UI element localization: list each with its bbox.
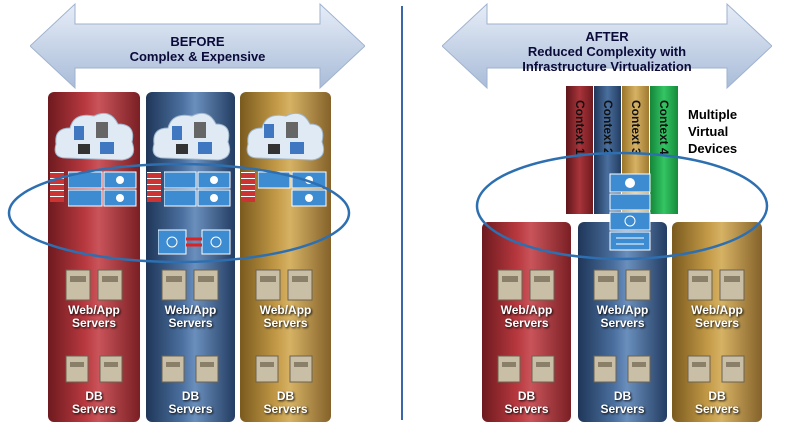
context-label-2: Context 2 <box>601 99 615 155</box>
context-label-3: Context 3 <box>629 99 643 155</box>
after-column-gold <box>672 222 762 422</box>
switch-icon <box>158 229 231 255</box>
label-line: Servers <box>504 316 549 330</box>
label-line: Web/App <box>68 303 120 317</box>
db-server-icon <box>65 355 123 383</box>
label-line: Servers <box>694 316 740 330</box>
label-line: Devices <box>688 141 738 156</box>
web-server-icon <box>593 269 651 301</box>
label-line: Servers <box>168 316 213 330</box>
cloud-icon <box>54 112 135 161</box>
section-divider <box>401 6 403 420</box>
db-server-icon <box>497 355 555 383</box>
before-title: BEFORE Complex & Expensive <box>95 34 300 64</box>
after-column-blue <box>578 222 667 422</box>
label-line: Virtual <box>688 124 729 139</box>
load-balancer-icon <box>258 171 327 207</box>
web-server-icon <box>255 269 313 301</box>
multiple-virtual-devices-label: Multiple Virtual Devices <box>688 106 768 157</box>
label-line: Web/App <box>596 303 649 317</box>
context-bar-3 <box>622 86 649 214</box>
db-server-icon <box>687 355 745 383</box>
cloud-icon <box>152 112 231 161</box>
context-bar-4 <box>650 86 678 214</box>
label-line: Servers <box>504 402 549 416</box>
label-line: DB <box>708 389 726 403</box>
aggregation-layer-ellipse <box>7 162 351 264</box>
label-line: Web/App <box>500 303 553 317</box>
after-double-arrow <box>442 2 772 90</box>
label-line: DB <box>276 389 295 403</box>
label-line: DB <box>517 389 536 403</box>
label-line: Servers <box>168 402 213 416</box>
context-label-4: Context 4 <box>657 99 671 155</box>
after-title: AFTER Reduced Complexity with Infrastruc… <box>487 29 727 74</box>
firewall-icon <box>241 172 255 202</box>
web-server-icon <box>687 269 745 301</box>
db-server-icon <box>161 355 219 383</box>
label-line: Servers <box>600 402 645 416</box>
web-server-icon <box>497 269 555 301</box>
virtual-device-stack-icon <box>609 173 651 251</box>
label-line: Servers <box>71 316 117 330</box>
label-line: Multiple <box>688 107 738 122</box>
after-title-line2: Reduced Complexity with <box>527 44 687 59</box>
cloud-icon <box>246 112 325 161</box>
load-balancer-icon <box>164 171 231 207</box>
after-title-line3: Infrastructure Virtualization <box>522 59 692 74</box>
virtualized-layer-ellipse <box>475 151 769 261</box>
label-line: Servers <box>694 402 740 416</box>
db-server-icon <box>255 355 313 383</box>
after-column-red <box>482 222 571 422</box>
after-title-line1: AFTER <box>585 29 629 44</box>
label-line: Web/App <box>259 303 312 317</box>
label-line: DB <box>181 389 200 403</box>
firewall-icon <box>147 172 161 202</box>
label-line: Servers <box>263 316 308 330</box>
db-server-icon <box>593 355 651 383</box>
label-line: Servers <box>71 402 117 416</box>
label-line: DB <box>85 389 103 403</box>
context-label-1: Context 1 <box>573 99 587 155</box>
label-line: Servers <box>600 316 645 330</box>
load-balancer-icon <box>68 171 137 207</box>
web-server-icon <box>161 269 219 301</box>
web-server-icon <box>65 269 123 301</box>
before-title-line2: Complex & Expensive <box>129 49 266 64</box>
label-line: Web/App <box>164 303 217 317</box>
before-double-arrow <box>30 2 365 90</box>
label-line: DB <box>613 389 632 403</box>
context-bar-1 <box>566 86 593 214</box>
before-title-line1: BEFORE <box>170 34 225 49</box>
context-bar-2 <box>594 86 621 214</box>
label-line: Servers <box>263 402 308 416</box>
label-line: Web/App <box>691 303 743 317</box>
